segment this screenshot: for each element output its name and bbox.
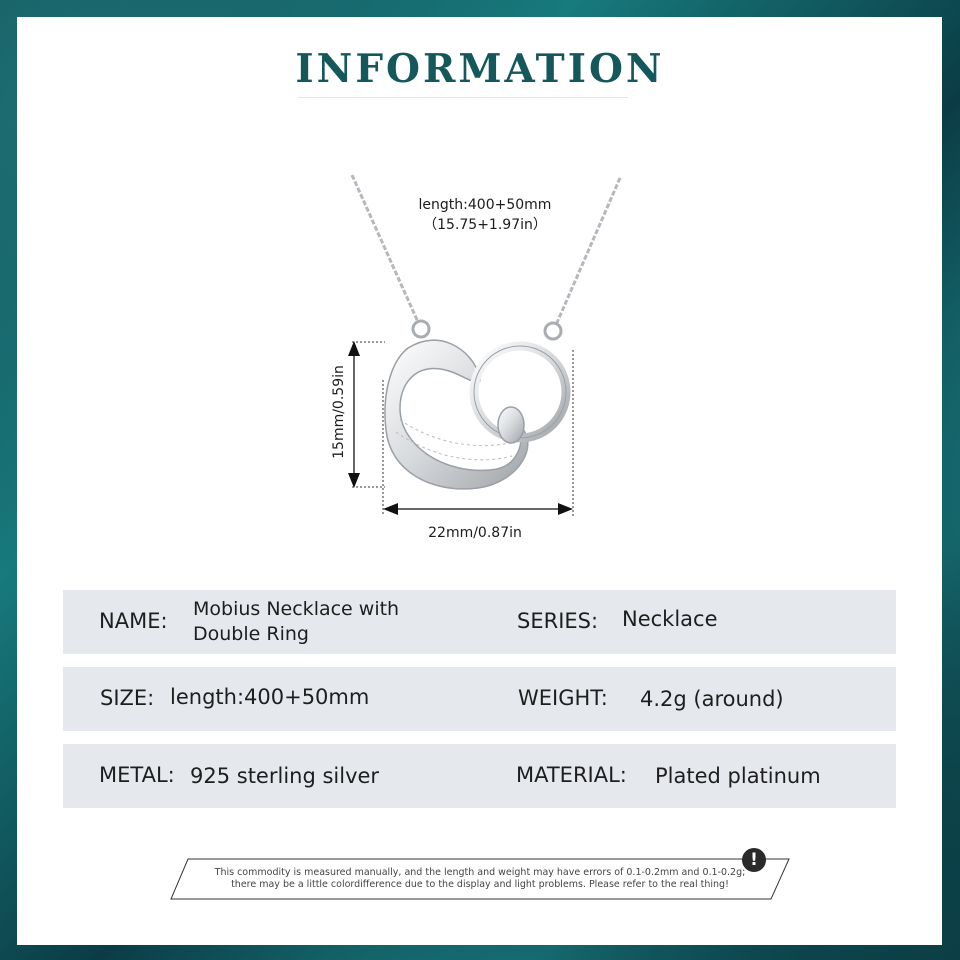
length-inch-label: （15.75+1.97in） xyxy=(423,217,547,233)
material-label: MATERIAL: xyxy=(516,763,627,787)
height-dimension-label: 15mm/0.59in xyxy=(331,365,347,459)
series-label: SERIES: xyxy=(517,609,599,633)
length-dimension: length:400+50mm （15.75+1.97in） xyxy=(360,195,610,235)
material-value: Plated platinum xyxy=(655,764,821,788)
length-mm-label: length:400+50mm xyxy=(418,197,552,213)
notice-line2: there may be a little colordifference du… xyxy=(231,879,729,890)
spec-row-size-weight: SIZE: length:400+50mm WEIGHT: 4.2g (arou… xyxy=(63,667,896,731)
ring-clasp xyxy=(497,406,525,444)
product-figure: length:400+50mm （15.75+1.97in） 15mm/0.59… xyxy=(331,174,622,541)
series-value: Necklace xyxy=(622,607,718,631)
size-label: SIZE: xyxy=(100,686,155,710)
exclamation-icon: ! xyxy=(742,848,766,872)
width-dimension-label: 22mm/0.87in xyxy=(428,525,522,541)
jump-ring-left xyxy=(411,319,431,339)
size-value: length:400+50mm xyxy=(170,685,370,709)
spec-row-name-series: NAME: Mobius Necklace with Double Ring S… xyxy=(63,590,896,654)
jump-ring-right xyxy=(543,321,563,341)
metal-label: METAL: xyxy=(99,763,175,787)
width-arrow-right xyxy=(558,503,573,515)
name-value: Mobius Necklace with Double Ring xyxy=(193,597,399,647)
measurement-notice: This commodity is measured manually, and… xyxy=(170,858,790,900)
width-arrow-left xyxy=(383,503,398,515)
chain-right xyxy=(554,177,622,326)
height-arrow-top xyxy=(348,341,360,356)
notice-frame xyxy=(170,858,790,900)
name-label: NAME: xyxy=(99,609,168,633)
page-title: INFORMATION xyxy=(295,46,665,92)
height-arrow-bottom xyxy=(348,473,360,488)
weight-label: WEIGHT: xyxy=(518,686,608,710)
weight-value: 4.2g (around) xyxy=(640,687,784,711)
name-value-line2: Double Ring xyxy=(193,623,309,645)
name-value-line1: Mobius Necklace with xyxy=(193,598,400,620)
spec-row-metal-material: METAL: 925 sterling silver MATERIAL: Pla… xyxy=(63,744,896,808)
notice-line1: This commodity is measured manually, and… xyxy=(214,867,746,878)
necklace-illustration xyxy=(348,174,622,516)
title-divider xyxy=(298,97,628,98)
notice-text: This commodity is measured manually, and… xyxy=(170,867,790,891)
metal-value: 925 sterling silver xyxy=(190,764,380,788)
chain-left xyxy=(350,174,420,323)
